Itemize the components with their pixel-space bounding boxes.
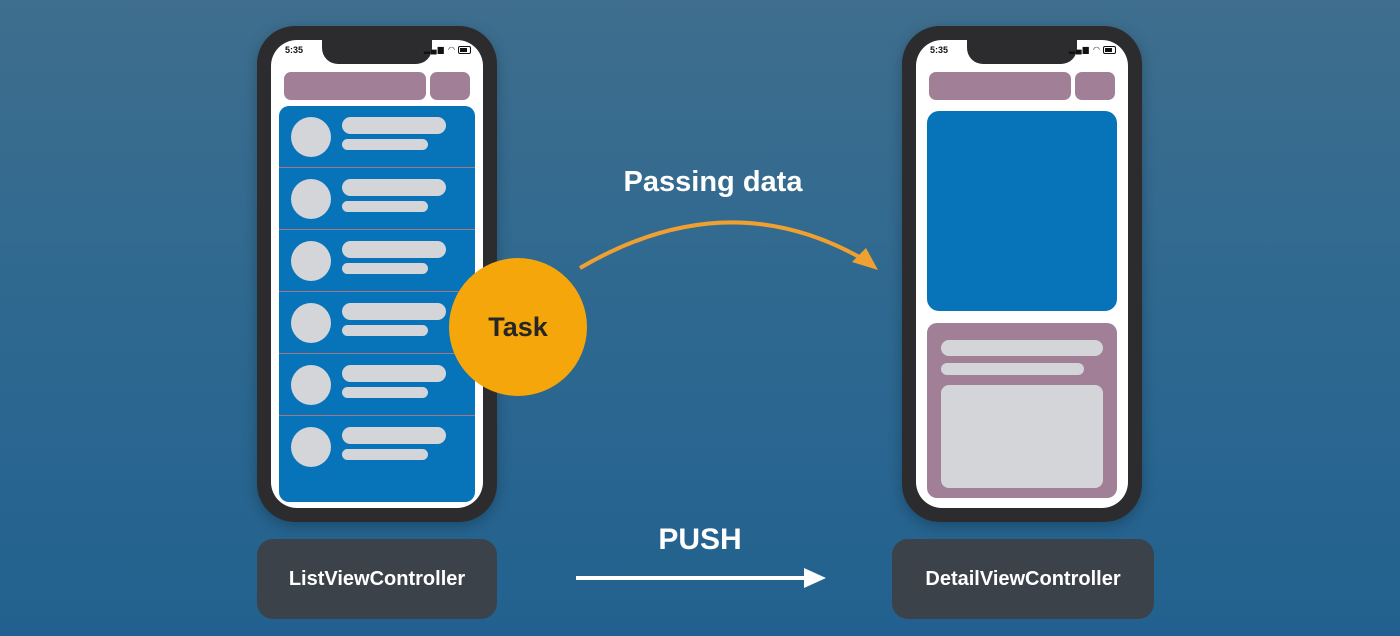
detail-phone-mockup: 5:35 ▂▄▆ ◠: [902, 26, 1142, 522]
title-placeholder: [342, 241, 446, 258]
avatar-placeholder: [291, 241, 331, 281]
nav-title-placeholder: [284, 72, 426, 100]
status-icons: ▂▄▆ ◠: [424, 45, 471, 54]
title-placeholder: [342, 427, 446, 444]
passing-data-arrowhead-icon: [852, 248, 878, 270]
title-placeholder: [342, 179, 446, 196]
avatar-placeholder: [291, 179, 331, 219]
detail-info-card: [927, 323, 1117, 498]
list-panel: [279, 106, 475, 502]
list-nav-bar: [284, 72, 470, 100]
passing-data-arrow: [578, 220, 870, 270]
status-time: 5:35: [285, 45, 304, 55]
avatar-placeholder: [291, 365, 331, 405]
detail-view-controller-label: DetailViewController: [892, 539, 1154, 619]
title-placeholder: [342, 117, 446, 134]
push-arrowhead-icon: [804, 568, 826, 588]
list-view-controller-label: ListViewController: [257, 539, 497, 619]
detail-nav-bar: [929, 72, 1115, 100]
subtitle-placeholder: [342, 201, 428, 212]
avatar-placeholder: [291, 117, 331, 157]
subtitle-placeholder: [342, 139, 428, 150]
detail-phone-screen: 5:35 ▂▄▆ ◠: [916, 40, 1128, 508]
title-placeholder: [342, 365, 446, 382]
battery-icon: [458, 45, 471, 54]
push-label: PUSH: [658, 523, 742, 556]
status-icons: ▂▄▆ ◠: [1069, 45, 1116, 54]
detail-subtitle-placeholder: [941, 363, 1084, 375]
task-node: Task: [449, 258, 587, 396]
status-time: 5:35: [930, 45, 949, 55]
title-placeholder: [342, 303, 446, 320]
list-item: [279, 416, 475, 477]
list-item: [279, 230, 475, 292]
avatar-placeholder: [291, 303, 331, 343]
list-item: [279, 292, 475, 354]
detail-title-placeholder: [941, 340, 1103, 356]
detail-view-controller-text: DetailViewController: [925, 567, 1121, 590]
detail-hero-placeholder: [927, 111, 1117, 311]
list-item: [279, 168, 475, 230]
phone-notch: [322, 40, 432, 64]
list-phone-screen: 5:35 ▂▄▆ ◠: [271, 40, 483, 508]
nav-button-placeholder: [430, 72, 470, 100]
detail-body-placeholder: [941, 385, 1103, 488]
phone-notch: [967, 40, 1077, 64]
list-item: [279, 354, 475, 416]
subtitle-placeholder: [342, 387, 428, 398]
subtitle-placeholder: [342, 449, 428, 460]
subtitle-placeholder: [342, 263, 428, 274]
subtitle-placeholder: [342, 325, 428, 336]
list-view-controller-text: ListViewController: [288, 567, 466, 590]
list-phone-mockup: 5:35 ▂▄▆ ◠: [257, 26, 497, 522]
task-label: Task: [488, 311, 548, 342]
passing-data-label: Passing data: [623, 166, 803, 198]
avatar-placeholder: [291, 427, 331, 467]
nav-button-placeholder: [1075, 72, 1115, 100]
battery-icon: [1103, 45, 1116, 54]
nav-title-placeholder: [929, 72, 1071, 100]
list-item: [279, 106, 475, 168]
